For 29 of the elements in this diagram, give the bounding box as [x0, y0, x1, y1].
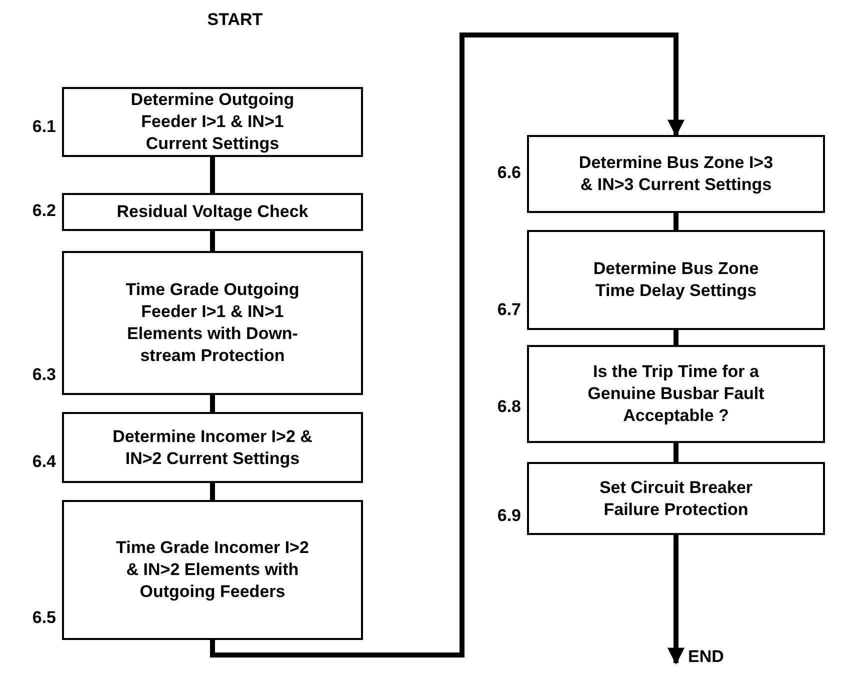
step-text: Determine Bus Zone I>3 & IN>3 Current Settings [578, 152, 774, 196]
terminal-label: END [688, 645, 748, 669]
step-number: 6.9 [497, 506, 521, 526]
connector-line [674, 330, 678, 345]
step-number: 6.8 [497, 397, 521, 417]
step-number: 6.1 [32, 117, 56, 137]
connector-line [210, 231, 215, 251]
step-number: 6.7 [497, 300, 521, 320]
step-number: 6.6 [497, 163, 521, 183]
step-text: Set Circuit Breaker Failure Protection [598, 476, 754, 520]
step-text: Time Grade Outgoing Feeder I>1 & IN>1 Elements with Down-stream Protection [124, 279, 300, 367]
connector-line [674, 443, 678, 462]
step-number: 6.5 [32, 608, 56, 628]
terminal-label: START [195, 8, 275, 32]
step-text: Determine Outgoing Feeder I>1 & IN>1 Current Settings [130, 89, 296, 155]
connector-line [674, 213, 678, 230]
connector-line [210, 483, 215, 500]
step-text: Is the Trip Time for a Genuine Busbar Fault Acceptable ? [586, 361, 766, 427]
step-text: Determine Incomer I>2 & IN>2 Current Settings [112, 426, 312, 470]
connector-line [210, 395, 215, 412]
step-text: Time Grade Incomer I>2 & IN>2 Elements with Outgoing Feeders [115, 537, 310, 603]
arrow [210, 32, 684, 658]
step-number: 6.2 [32, 201, 56, 221]
connector-line [210, 157, 215, 193]
arrow [668, 535, 684, 665]
step-number: 6.4 [32, 452, 56, 472]
step-text: Determine Bus Zone Time Delay Settings [592, 258, 760, 302]
step-text: Residual Voltage Check [116, 201, 308, 223]
step-number: 6.3 [32, 365, 56, 385]
